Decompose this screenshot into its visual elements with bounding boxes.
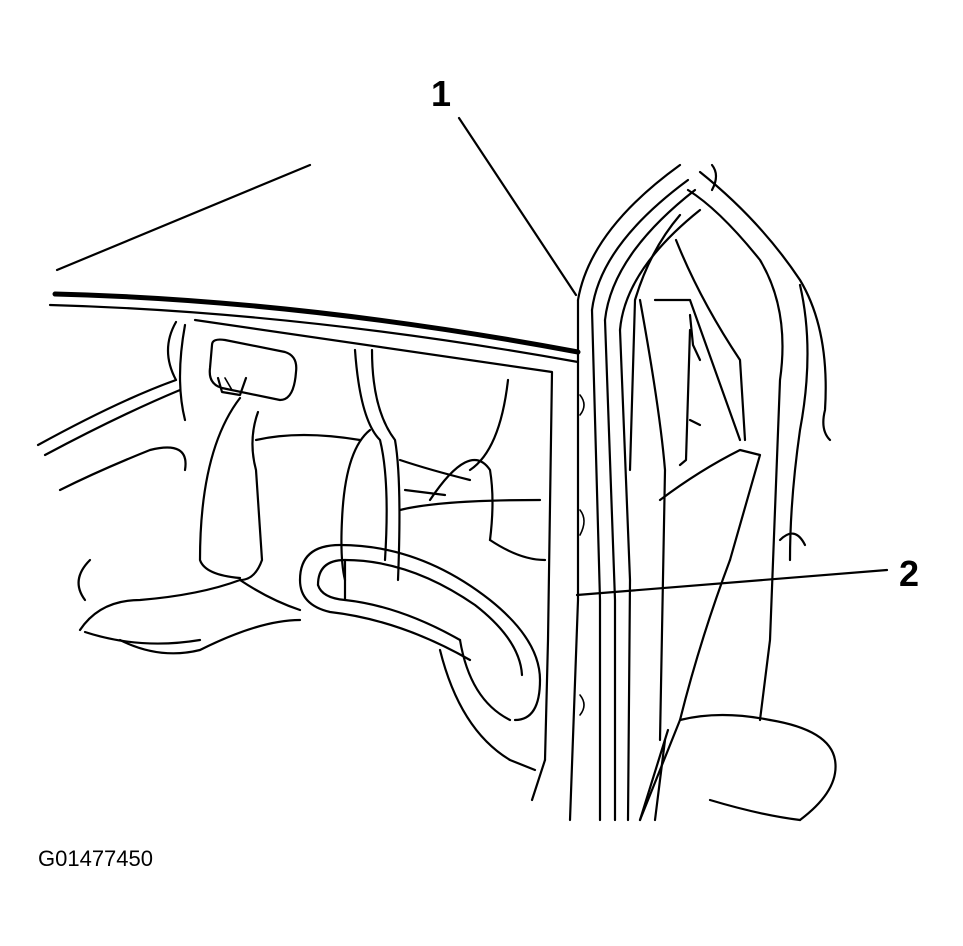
windshield-roof-lines <box>48 163 581 364</box>
rear-view-mirror <box>208 338 298 402</box>
callout-2-label: 2 <box>899 553 919 594</box>
figure-id: G01477450 <box>38 846 153 871</box>
door-opening-frame <box>36 318 554 802</box>
steering-wheel <box>298 543 542 772</box>
callout-1-label: 1 <box>431 73 451 114</box>
callout-leaders <box>457 116 889 597</box>
door-weatherstrip <box>568 163 702 822</box>
interior-seats <box>58 348 547 655</box>
open-door <box>628 163 837 822</box>
